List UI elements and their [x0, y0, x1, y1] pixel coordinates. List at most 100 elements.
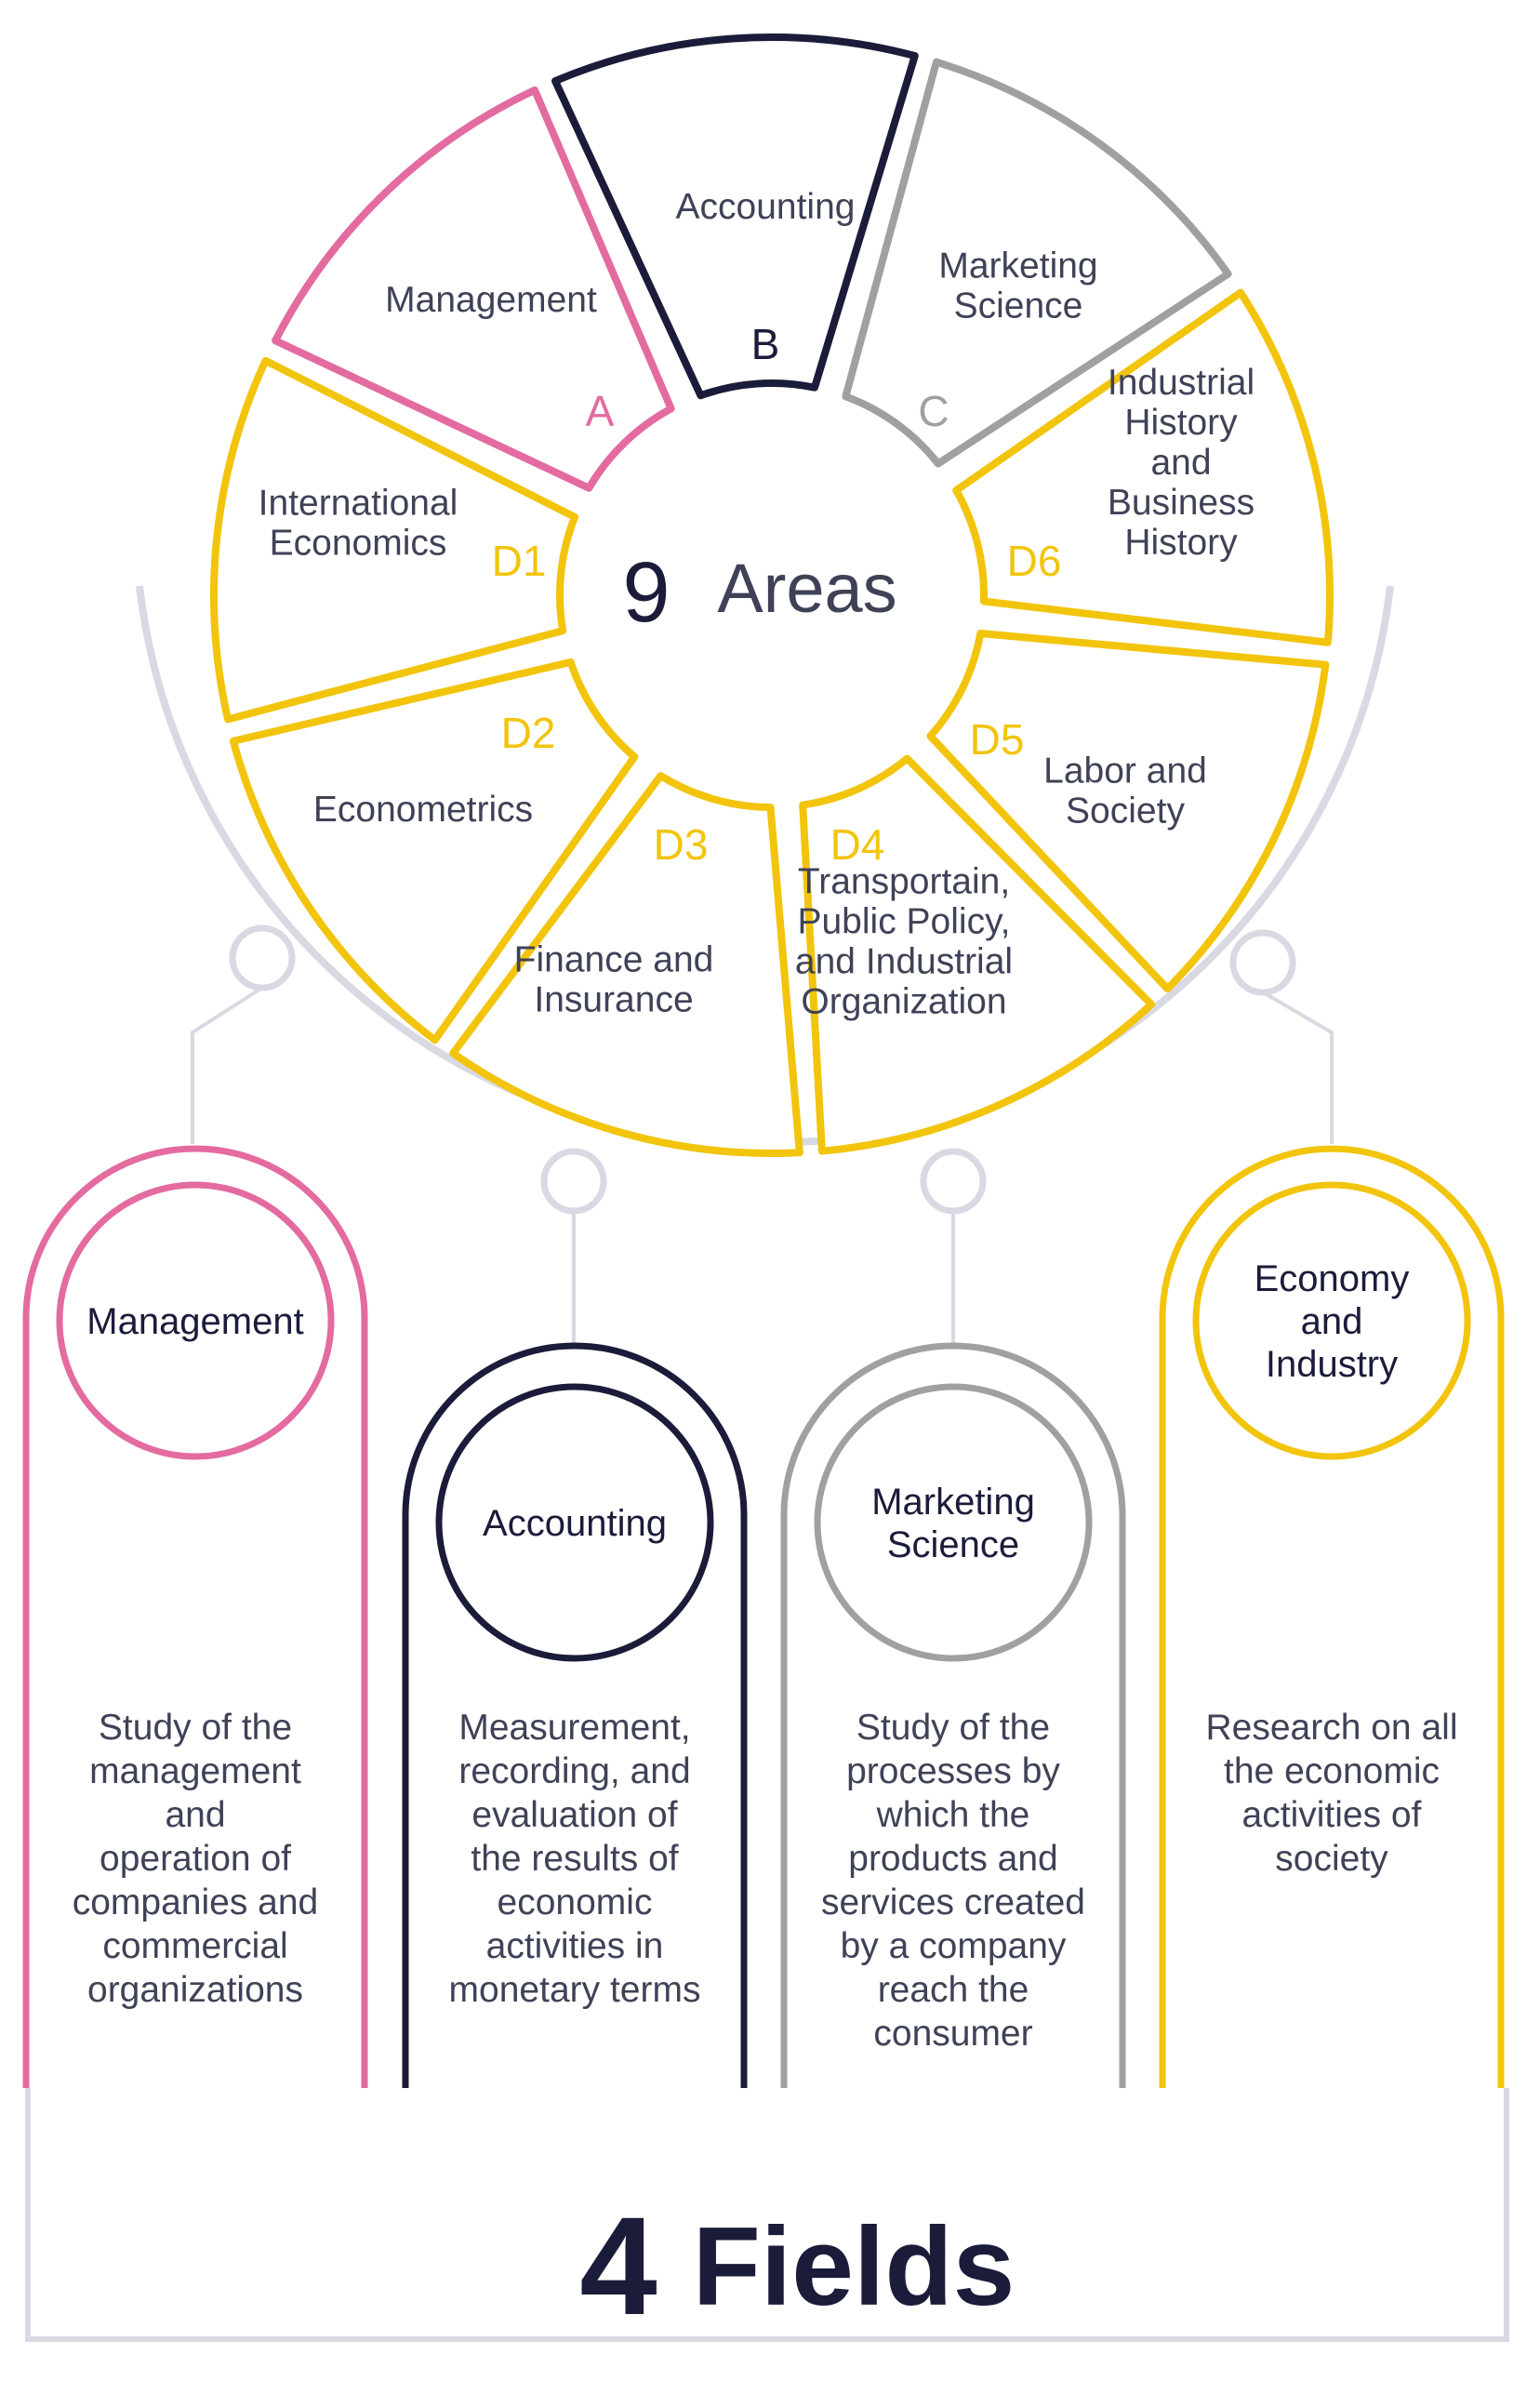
- area-code: D3: [654, 820, 709, 869]
- field-description-line: activities of: [1242, 1795, 1422, 1835]
- area-segment-outline: [272, 86, 675, 492]
- area-label: Management: [385, 280, 597, 320]
- field-description-line: recording, and: [458, 1751, 690, 1791]
- field-title-line: Industry: [1266, 1344, 1398, 1385]
- area-label-line: Management: [385, 280, 597, 320]
- field-arch: [1159, 1145, 1505, 2088]
- area-label-line: Transportain,: [798, 862, 1010, 902]
- field-description-line: and: [165, 1795, 225, 1835]
- area-code: D6: [1007, 537, 1062, 585]
- field-description-line: products and: [848, 1839, 1058, 1879]
- connector-node: [1229, 929, 1296, 996]
- field-description-line: companies and: [73, 1882, 319, 1922]
- area-label-line: and: [1150, 443, 1211, 483]
- fields-count: 4: [579, 2188, 657, 2344]
- field-description-line: Measurement,: [458, 1708, 690, 1748]
- area-label-line: Econometrics: [313, 790, 533, 830]
- field-title-line: Accounting: [483, 1503, 667, 1544]
- area-label-line: Marketing: [938, 246, 1097, 286]
- area-segment-outline: [551, 33, 919, 400]
- field-arch: [780, 1342, 1126, 2088]
- area-label-line: Science: [954, 286, 1083, 326]
- areas-label: Areas: [717, 550, 896, 627]
- field-title-line: Science: [887, 1524, 1019, 1565]
- area-segment-outline: [210, 356, 579, 724]
- area-segment-outline: [229, 658, 639, 1044]
- area-label-line: Labor and: [1043, 752, 1207, 791]
- field-title-line: Economy: [1255, 1258, 1410, 1299]
- field-title-circle: [56, 1181, 335, 1460]
- area-label-line: Insurance: [534, 980, 693, 1020]
- area-code: D2: [501, 709, 556, 757]
- fields-frame: [25, 2088, 1509, 2342]
- area-label-line: Finance and: [514, 940, 714, 980]
- area-label: Transportain,Public Policy,and Industria…: [795, 862, 1013, 1022]
- area-segment-outline: [799, 754, 1156, 1155]
- area-code: D4: [830, 820, 885, 869]
- field-arch: [22, 1145, 368, 2088]
- field-title-line: Marketing: [871, 1482, 1035, 1523]
- field-title: Accounting: [483, 1503, 667, 1544]
- connector-node: [920, 1148, 987, 1215]
- field-description-line: economic: [498, 1882, 653, 1922]
- area-code: B: [751, 320, 780, 368]
- field-description-line: Study of the: [99, 1708, 292, 1748]
- connector-node: [540, 1148, 607, 1215]
- area-segment-outline: [449, 772, 803, 1157]
- area-label-line: International: [259, 484, 458, 524]
- field-description-line: activities in: [486, 1926, 664, 1966]
- area-label-line: and Industrial: [795, 942, 1013, 982]
- field-description-line: services created: [821, 1882, 1085, 1922]
- area-label-line: Organization: [801, 982, 1006, 1022]
- field-description-line: by a company: [841, 1926, 1067, 1966]
- field-description-line: Research on all: [1206, 1708, 1458, 1748]
- area-code: D5: [970, 715, 1025, 764]
- field-title-circle: [435, 1383, 714, 1662]
- field-description-line: operation of: [100, 1839, 291, 1879]
- field-title-line: Management: [86, 1301, 303, 1342]
- field-title-line: and: [1301, 1301, 1363, 1342]
- area-label: Accounting: [676, 187, 856, 227]
- field-description-line: organizations: [87, 1970, 303, 2010]
- area-segment-outline: [842, 58, 1232, 468]
- area-code: C: [918, 387, 949, 435]
- field-description-line: the results of: [471, 1839, 678, 1879]
- fields-heading: 4 Fields: [579, 2188, 1015, 2344]
- area-segment-outline: [926, 630, 1330, 993]
- area-label-line: Economics: [270, 524, 447, 564]
- area-label-line: Accounting: [676, 187, 856, 227]
- area-label-line: Industrial: [1108, 363, 1255, 403]
- field-title-circle: [1192, 1181, 1471, 1460]
- area-code: A: [586, 387, 615, 435]
- areas-count: 9: [622, 545, 670, 640]
- area-segment-outline: [952, 288, 1334, 646]
- area-label-line: Business: [1108, 483, 1255, 523]
- field-description-line: which the: [876, 1795, 1030, 1835]
- area-segment-d4: Transportain,Public Policy,and Industria…: [795, 754, 1156, 1155]
- area-code: D1: [492, 537, 547, 585]
